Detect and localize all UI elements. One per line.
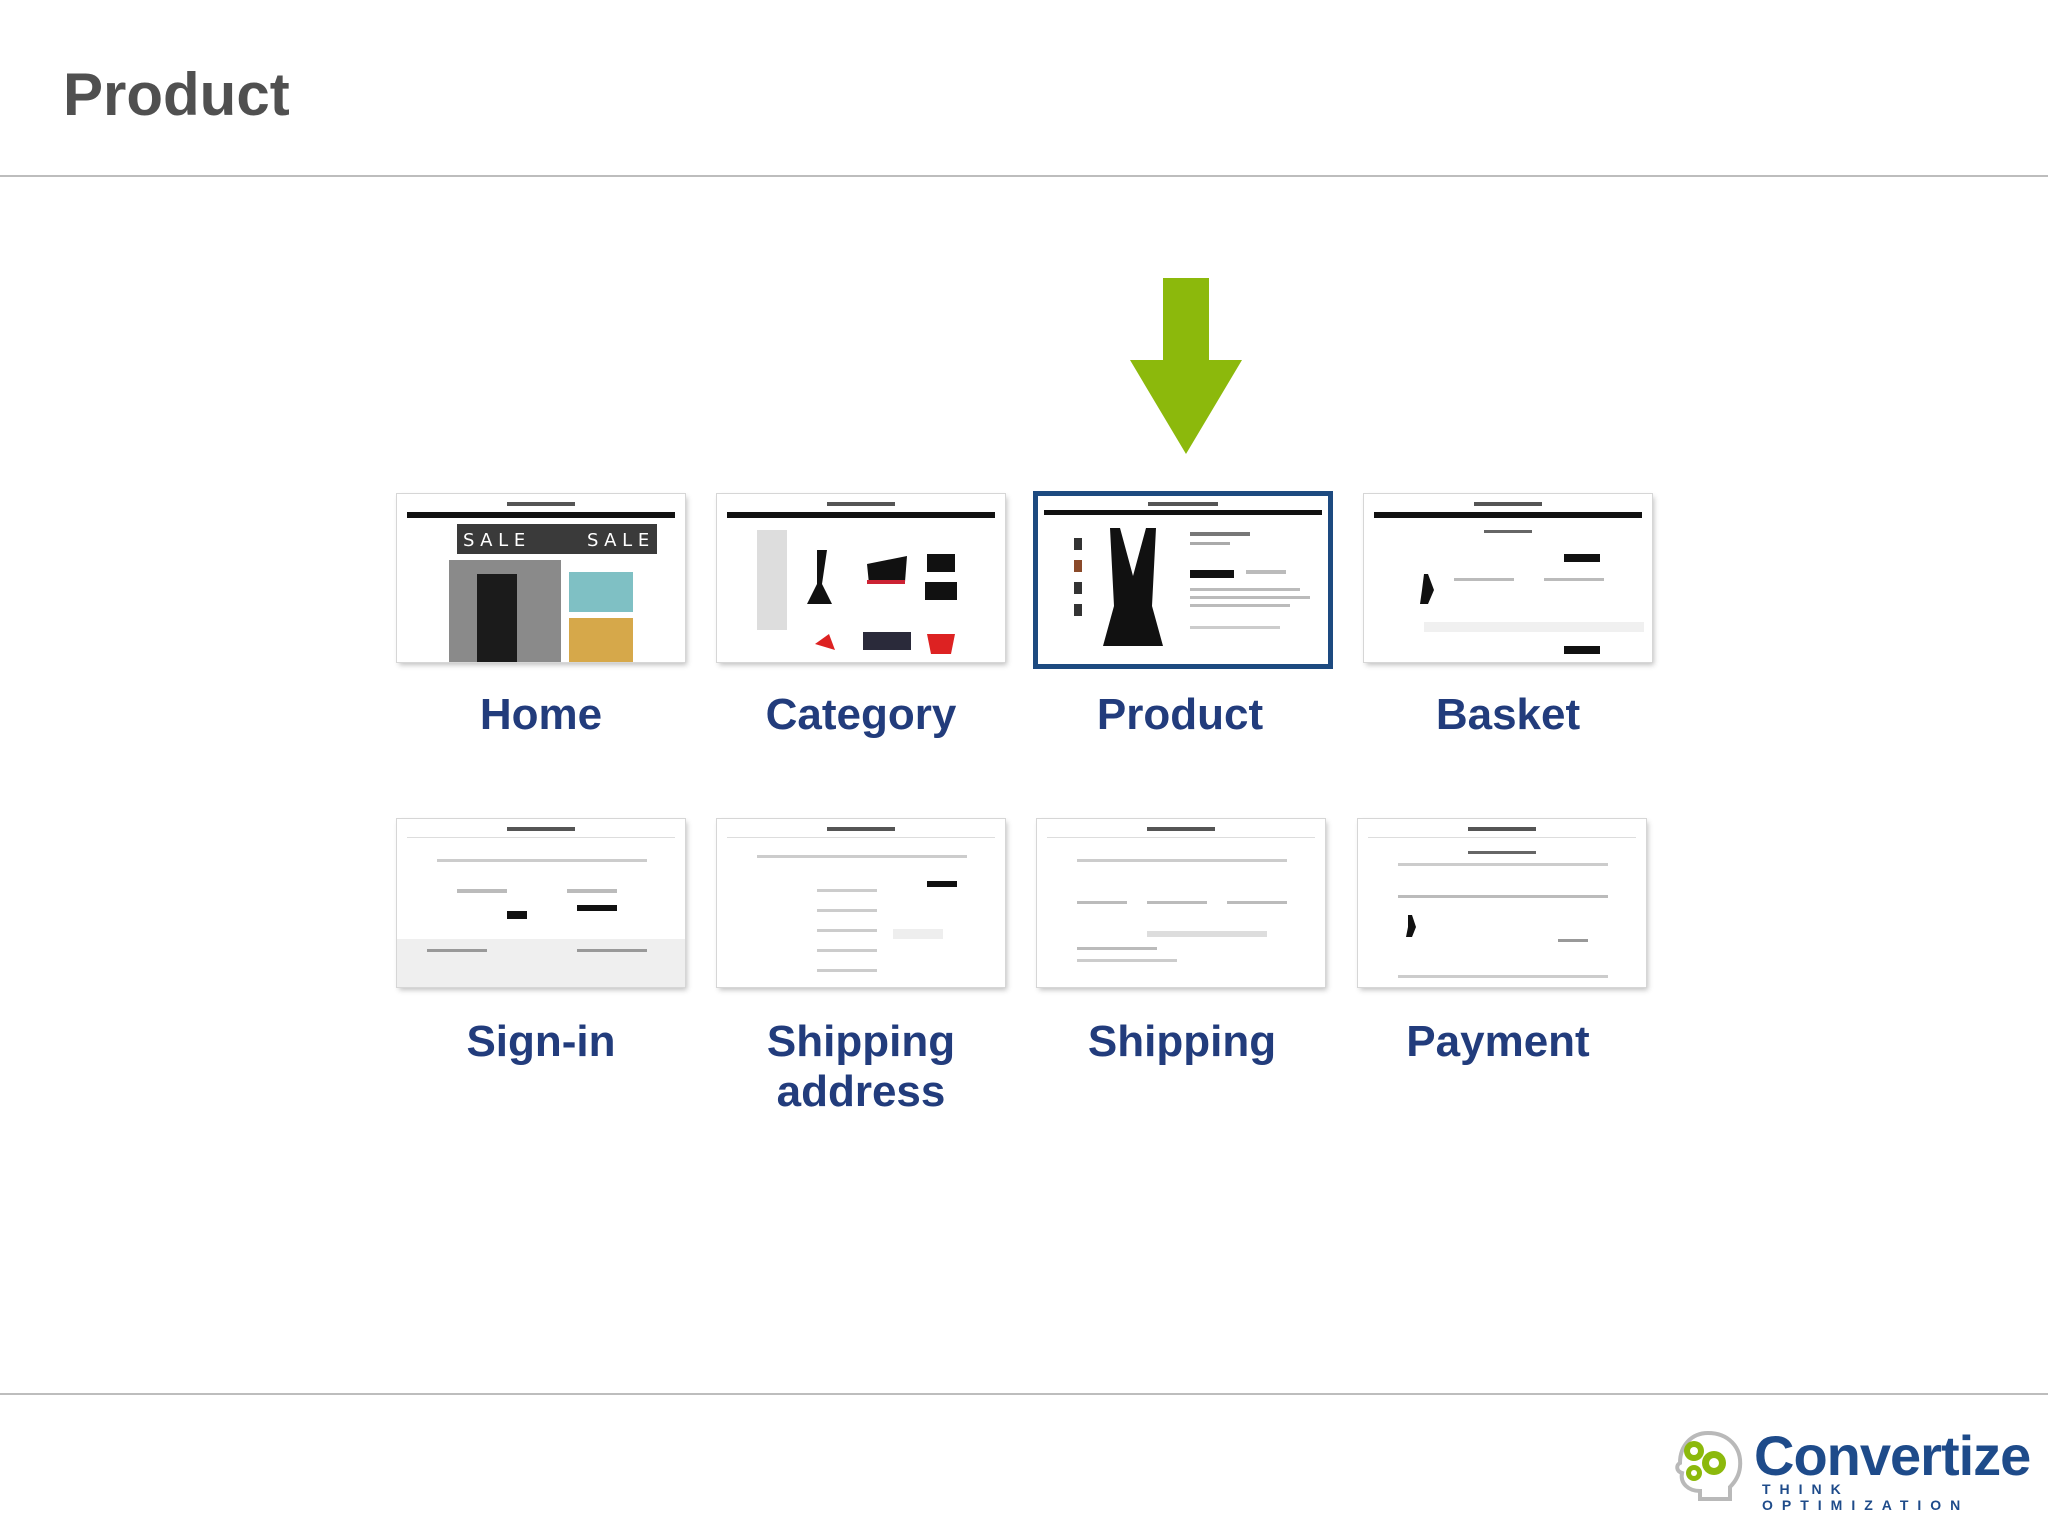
category-thumbnail[interactable] (717, 494, 1005, 662)
step-label-product: Product (1096, 690, 1264, 739)
step-label-category: Category (765, 690, 957, 739)
page-title: Product (63, 61, 290, 128)
convertize-logo: Convertize THINK OPTIMIZATION (1670, 1425, 2031, 1513)
step-label-payment: Payment (1406, 1017, 1590, 1066)
current-step-arrow-icon (1130, 278, 1242, 454)
gears-head-icon (1675, 1430, 1743, 1501)
step-label-basket: Basket (1435, 690, 1581, 739)
step-label-shipping: Shipping (1087, 1017, 1277, 1066)
step-label-sign-in: Sign-in (466, 1017, 616, 1066)
payment-thumbnail[interactable] (1358, 819, 1646, 987)
step-label-home: Home (479, 690, 603, 739)
logo-tagline: THINK OPTIMIZATION (1762, 1481, 1970, 1513)
shipping-thumbnail[interactable] (1037, 819, 1325, 987)
logo-name: Convertize (1754, 1424, 2031, 1487)
shipping-address-thumbnail[interactable] (717, 819, 1005, 987)
svg-text:S A L E: S A L E (587, 530, 649, 551)
header-divider (0, 175, 2048, 177)
product-thumbnail[interactable] (1033, 491, 1333, 669)
sign-in-thumbnail[interactable] (397, 819, 685, 987)
footer-divider (0, 1393, 2048, 1395)
home-thumbnail[interactable]: S A L E S A L E (397, 494, 685, 662)
step-label-shipping-address: Shipping address (766, 1017, 956, 1116)
basket-thumbnail[interactable] (1364, 494, 1652, 662)
svg-text:S A L E: S A L E (463, 530, 525, 551)
